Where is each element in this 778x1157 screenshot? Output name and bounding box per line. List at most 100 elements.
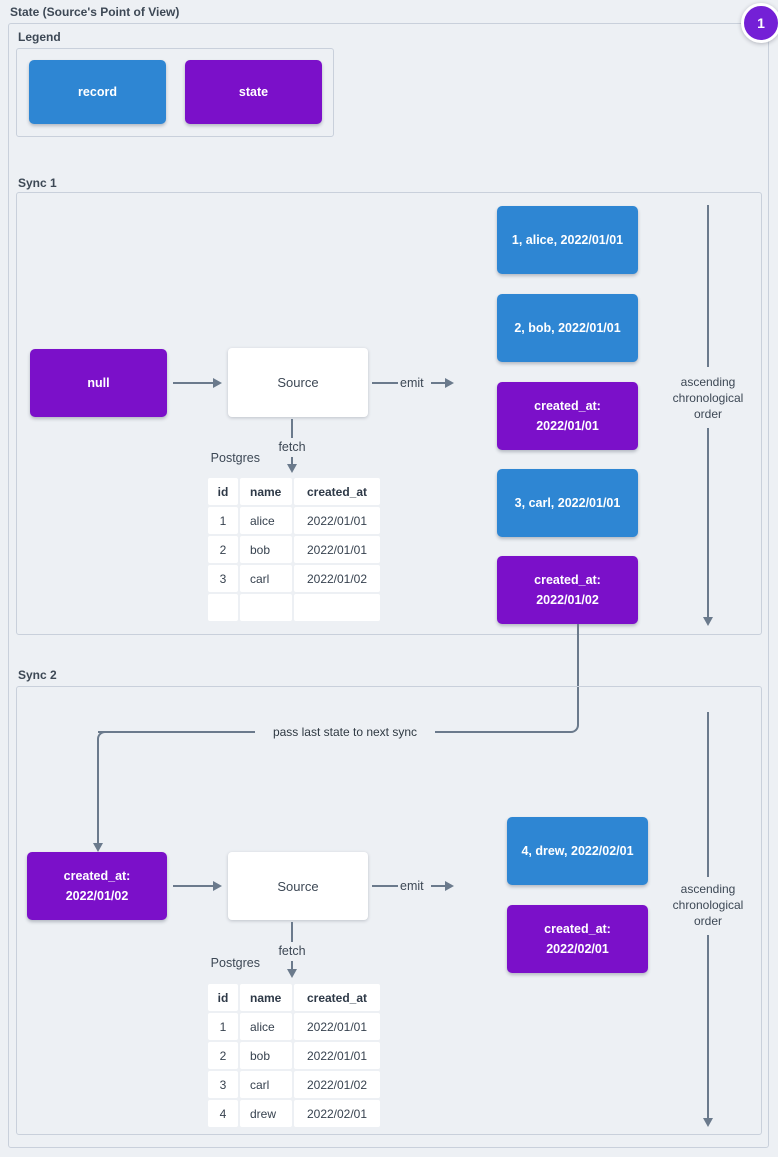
table-cell: bob [240,536,292,563]
table-cell: 2 [208,536,238,563]
state-text: created_at: [544,922,611,936]
table-cell: carl [240,565,292,592]
sync1-order-line-bottom [707,428,709,618]
state-text: 2022/01/02 [536,593,599,607]
state-text: created_at: [534,399,601,413]
sync1-emit-line-right [431,382,445,384]
outer-container-frame [8,23,769,1148]
legend-state-label: state [238,85,269,99]
sync1-output-state-1: created_at: 2022/01/01 [497,382,638,450]
sync1-fetch-line-top [291,419,293,438]
sync2-output-record-1: 4, drew, 2022/02/01 [507,817,648,885]
table-cell: bob [240,1042,292,1069]
sync1-source-label: Source [277,375,319,390]
sync2-emit-label: emit [400,879,424,893]
sync2-input-state-text: created_at: [63,869,131,883]
sync2-postgres-label: Postgres [210,956,260,970]
table-cell: 4 [208,1100,238,1127]
sync1-emit-line-left [372,382,398,384]
sync2-state-to-source-arrowhead [213,881,222,891]
record-text: 3, carl, 2022/01/01 [514,496,621,510]
table-cell: alice [240,507,292,534]
sync2-fetch-line-bottom [291,961,293,969]
state-text: 2022/01/01 [536,419,599,433]
record-text: 1, alice, 2022/01/01 [511,233,624,247]
sync1-state-to-source-arrowhead [213,378,222,388]
sync2-input-state-text: 2022/01/02 [65,889,129,903]
sync1-emit-arrowhead [445,378,454,388]
sync1-input-state-text: null [87,376,110,390]
sync2-order-line-bottom [707,935,709,1119]
table-cell: 2022/01/02 [294,565,380,592]
sync1-output-record-3: 3, carl, 2022/01/01 [497,469,638,537]
sync2-order-label: ascending chronological order [672,882,744,928]
sync1-label: Sync 1 [18,176,57,190]
diagram-title: State (Source's Point of View) [10,5,180,19]
legend-record-label: record [78,85,117,99]
sync1-order-line-top [707,205,709,367]
table-cell: drew [240,1100,292,1127]
legend-label: Legend [18,30,61,44]
state-text: created_at: [534,573,601,587]
table-cell [208,594,238,621]
sync1-source-box: Source [228,348,368,417]
sync2-output-state-1: created_at: 2022/02/01 [507,905,648,973]
sync1-output-state-2: created_at: 2022/01/02 [497,556,638,624]
sync2-source-label: Source [277,878,319,894]
table-cell: 1 [208,1013,238,1040]
sync1-fetch-line-bottom [291,457,293,465]
record-text: 4, drew, 2022/02/01 [521,844,634,858]
sync2-frame [16,686,762,1135]
sync2-label: Sync 2 [18,668,57,682]
sync1-output-record-2: 2, bob, 2022/01/01 [497,294,638,362]
sync2-table-header-created-at: created_at [294,984,380,1011]
sync2-state-to-source-line [173,885,213,887]
sync2-emit-line-left [372,885,398,887]
sync1-table-header-name: name [240,478,292,505]
sync1-input-state-box: null [30,349,167,417]
sync2-postgres-table: id name created_at 1 alice 2022/01/01 2 … [208,984,380,1127]
legend-record-box: record [29,60,166,124]
sync2-table-header-name: name [240,984,292,1011]
pass-state-arrowhead [93,843,103,852]
sync1-table-header-id: id [208,478,238,505]
sync2-fetch-arrowhead [287,969,297,978]
table-cell [294,594,380,621]
sync1-output-record-1: 1, alice, 2022/01/01 [497,206,638,274]
sync2-emit-line-right [431,885,445,887]
table-cell: 3 [208,1071,238,1098]
table-cell: 2022/01/01 [294,1013,380,1040]
table-cell: 3 [208,565,238,592]
sync1-table-header-created-at: created_at [294,478,380,505]
sync2-source-box: Source [228,852,368,920]
table-cell: 2 [208,1042,238,1069]
table-cell: 2022/01/01 [294,536,380,563]
sync1-postgres-label: Postgres [210,451,260,465]
legend-state-box: state [185,60,322,124]
legend-frame [16,48,334,137]
table-cell: 2022/01/02 [294,1071,380,1098]
sync2-table-header-id: id [208,984,238,1011]
table-cell: carl [240,1071,292,1098]
record-text: 2, bob, 2022/01/01 [514,321,621,335]
table-cell: 2022/02/01 [294,1100,380,1127]
sync1-fetch-label: fetch [278,440,306,454]
sync2-input-state-box: created_at: 2022/01/02 [27,852,167,920]
sync1-fetch-arrowhead [287,464,297,473]
sync2-fetch-label: fetch [278,944,306,958]
sync2-order-line-top [707,712,709,877]
sync1-postgres-table: id name created_at 1 alice 2022/01/01 2 … [208,478,380,621]
table-cell: 2022/01/01 [294,507,380,534]
sync1-order-label: ascending chronological order [672,375,744,421]
table-cell: 1 [208,507,238,534]
pass-state-label: pass last state to next sync [255,723,435,741]
sync1-order-arrowhead [703,617,713,626]
sync1-emit-label: emit [400,376,424,390]
sync2-fetch-line-top [291,922,293,942]
table-cell: alice [240,1013,292,1040]
table-cell [240,594,292,621]
pass-state-connector-left [97,731,109,845]
sync2-emit-arrowhead [445,881,454,891]
sync2-order-arrowhead [703,1118,713,1127]
